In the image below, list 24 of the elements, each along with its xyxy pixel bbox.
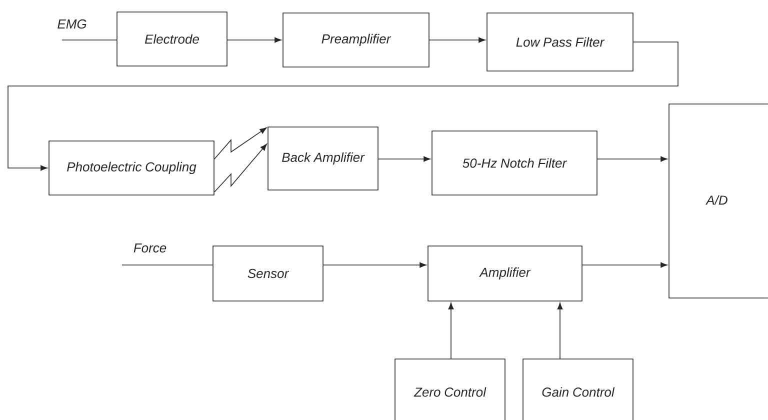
- signal-label: EMG: [58, 19, 86, 29]
- block-box: Sensor: [212, 246, 324, 302]
- block-box: Amplifier: [428, 246, 582, 302]
- arrow: [323, 262, 426, 268]
- arrow: [8, 42, 678, 171]
- arrow: [378, 156, 430, 162]
- arrow: [214, 144, 267, 192]
- arrow: [557, 302, 563, 359]
- block-box: Photoelectric Coupling: [48, 140, 214, 196]
- arrow: [214, 128, 267, 160]
- arrow: [582, 262, 668, 268]
- block-box: Zero Control: [394, 358, 506, 420]
- arrow: [429, 37, 486, 43]
- signal-label: Force: [134, 243, 166, 253]
- block-box: 50-Hz Notch Filter: [432, 130, 598, 196]
- block-box: Electrode: [116, 12, 228, 66]
- block-box: Gain Control: [522, 358, 634, 420]
- block-box: A/D: [668, 104, 768, 298]
- arrow: [448, 302, 454, 359]
- block-box: Low Pass Filter: [486, 12, 634, 72]
- block-box: Back Amplifier: [268, 126, 378, 190]
- arrow: [597, 156, 668, 162]
- arrow: [227, 37, 282, 43]
- block-box: Preamplifier: [282, 12, 430, 68]
